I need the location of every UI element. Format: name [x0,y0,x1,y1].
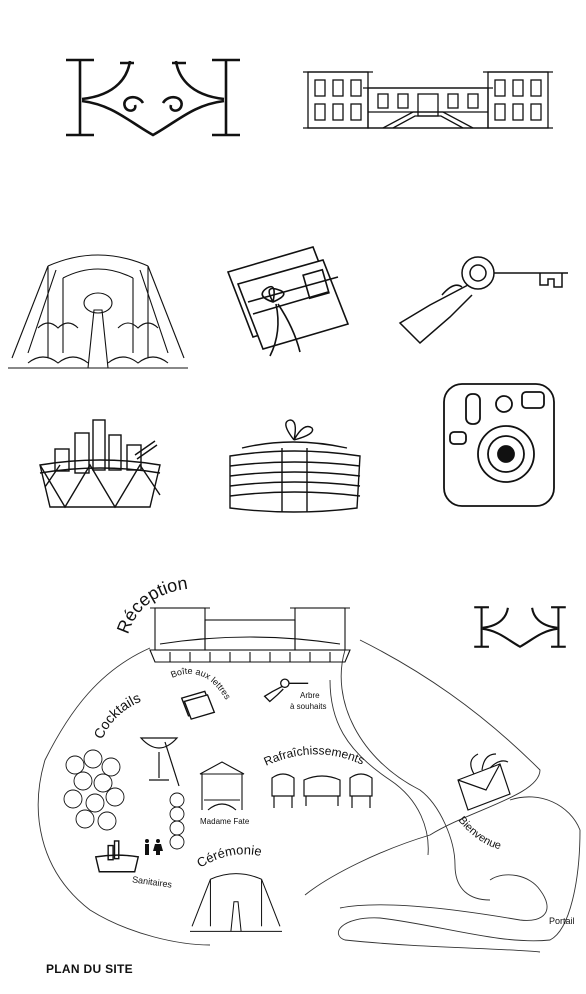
letters-small-icon [180,690,216,720]
site-map [37,639,581,953]
reception-label: Réception [113,573,189,636]
svg-text:Bienvenue: Bienvenue [456,814,503,852]
reception-villa-icon [149,607,351,663]
ceremony-arbor-icon [190,873,282,932]
basket-small-icon [94,840,140,873]
restroom-icon [145,839,163,855]
arbre-label-line2: à souhaits [290,702,327,711]
portail-label: Portail [549,916,575,926]
kk-monogram-icon [66,58,240,137]
madame-fate-label: Madame Fate [200,817,250,826]
svg-text:Rafraîchissements: Rafraîchissements [262,743,367,768]
cocktails-label-curve: Cocktails [90,689,143,741]
flower-column-icon [169,792,185,850]
villa-icon [303,71,553,129]
cocktails-label: Cocktails [90,689,143,741]
boite-label-curve: Boîte aux lettres [169,666,233,702]
svg-text:Cérémonie: Cérémonie [194,842,263,870]
svg-text:Réception: Réception [113,573,189,636]
armchairs-icon [271,773,373,808]
kk-monogram-small-icon [474,606,566,648]
bienvenue-label-curve: Bienvenue [456,814,503,852]
key-icon [398,256,568,345]
welcome-envelope-icon [457,753,511,811]
tent-icon [199,761,245,811]
rafraichissements-label-curve: Rafraîchissements [262,743,367,768]
arbor-icon [8,254,188,369]
basket-icon [39,419,161,509]
arbre-label-line1: Arbre [300,691,320,700]
ceremonie-label: Cérémonie [194,842,263,870]
site-plan-title: PLAN DU SITE [46,962,133,976]
bienvenue-label: Bienvenue [456,814,503,852]
cocktail-glass-icon [139,737,180,787]
svg-text:Boîte aux lettres: Boîte aux lettres [169,666,233,702]
key-small-icon [263,678,309,703]
svg-text:Cocktails: Cocktails [90,689,143,741]
flower-bush-icon [63,749,125,831]
ceremonie-label-curve: Cérémonie [194,842,263,870]
letters-icon [226,246,350,357]
rafraichissements-label: Rafraîchissements [262,743,367,768]
instant-camera-icon [443,383,555,507]
newspaper-bundle-icon [229,419,361,513]
reception-label-curve: Réception [113,573,189,636]
boite-label: Boîte aux lettres [169,666,233,702]
